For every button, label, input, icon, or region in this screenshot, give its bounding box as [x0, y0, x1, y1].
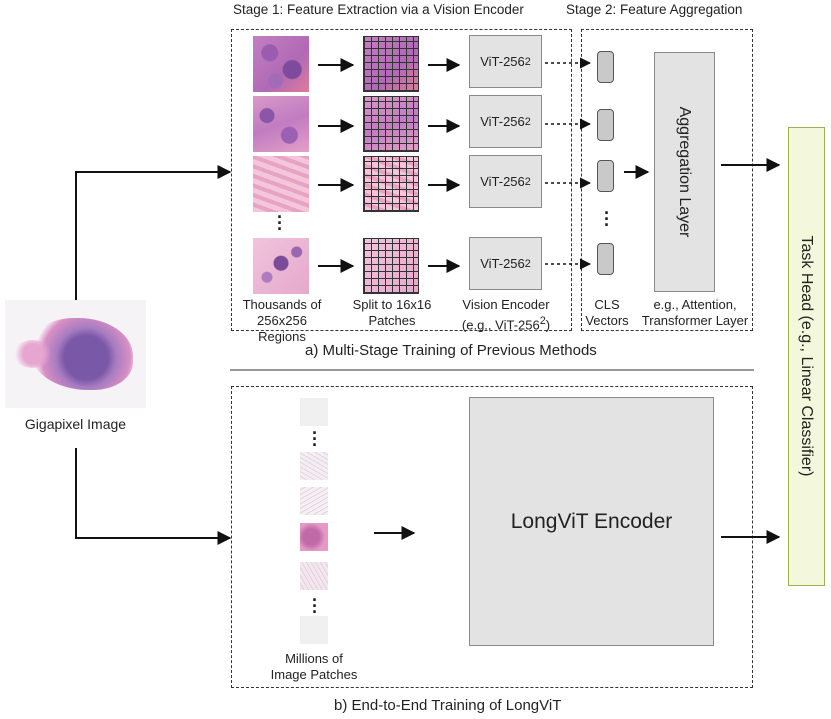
region-tile	[253, 156, 309, 212]
cls-vector	[597, 243, 614, 275]
ellipsis-dots: ···	[277, 207, 283, 239]
stage1-title: Stage 1: Feature Extraction via a Vision…	[233, 2, 524, 17]
region-tile	[253, 238, 309, 294]
aggregation-layer-box	[654, 52, 715, 292]
patch-grid-tile	[363, 156, 419, 212]
ellipsis-dots: ···	[312, 423, 318, 455]
patch-grid-tile	[363, 238, 419, 294]
stage2-title: Stage 2: Feature Aggregation	[566, 2, 743, 17]
arrow	[75, 165, 232, 300]
caption-a: a) Multi-Stage Training of Previous Meth…	[305, 342, 597, 359]
aggregation-examples-label: e.g., Attention,Transformer Layer	[641, 297, 749, 328]
ellipsis-dots: ···	[312, 590, 318, 622]
longvit-encoder-label: LongViT Encoder	[510, 509, 673, 533]
gigapixel-slide	[5, 300, 146, 408]
longvit-encoder-box: LongViT Encoder	[469, 397, 714, 646]
cls-vector	[597, 160, 614, 192]
image-patch	[300, 616, 328, 644]
image-patch	[300, 487, 328, 515]
cls-vector	[597, 109, 614, 141]
image-patch	[300, 452, 328, 480]
region-tile	[253, 36, 309, 92]
caption-b: b) End-to-End Training of LongViT	[334, 697, 562, 714]
vision-encoder-label: Vision Encoder(e.g., ViT-2562)	[461, 297, 551, 333]
image-patch	[300, 523, 328, 551]
region-tile	[253, 96, 309, 152]
ellipsis-dots: ···	[604, 203, 610, 235]
gigapixel-label: Gigapixel Image	[24, 416, 127, 432]
task-head-box	[788, 127, 825, 586]
image-patch	[300, 398, 328, 426]
image-patch	[300, 562, 328, 590]
patch-grid-tile	[363, 36, 419, 92]
stage1-box	[231, 29, 572, 331]
cls-vector	[597, 51, 614, 83]
section-divider	[230, 369, 754, 371]
arrow	[75, 448, 232, 545]
patch-grid-tile	[363, 96, 419, 152]
